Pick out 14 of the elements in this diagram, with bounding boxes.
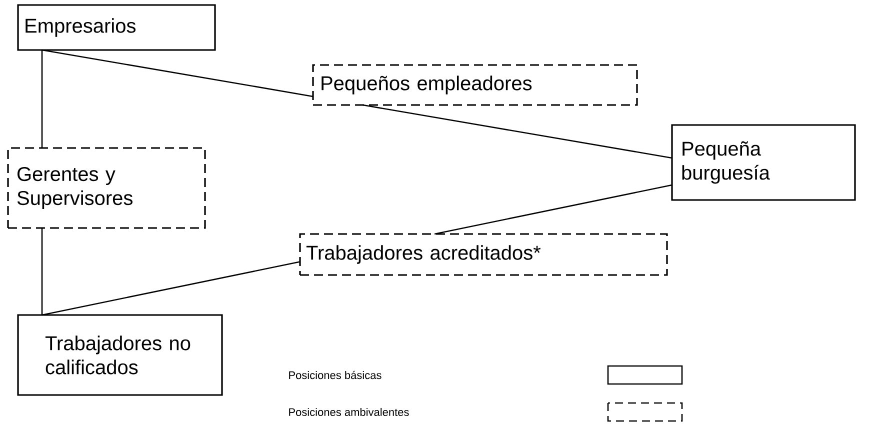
position-box: Pequeños empleadores [312, 64, 638, 106]
connector-line [42, 49, 314, 98]
legend-text: Posiciones básicas [289, 370, 382, 380]
connector-line [362, 104, 672, 159]
connector-line [41, 228, 43, 315]
legend-text: Posiciones ambivalentes [289, 408, 409, 416]
position-box: Empresarios [17, 4, 216, 51]
connector-line [434, 184, 672, 235]
position-box: Pequeña burguesía [671, 124, 856, 201]
connector-line [41, 50, 43, 148]
connector-line [42, 261, 300, 316]
position-box: Trabajadores acreditados* [299, 233, 668, 276]
position-box: Trabajadores no calificados [17, 314, 223, 396]
position-box: Gerentes y Supervisores [7, 147, 206, 229]
